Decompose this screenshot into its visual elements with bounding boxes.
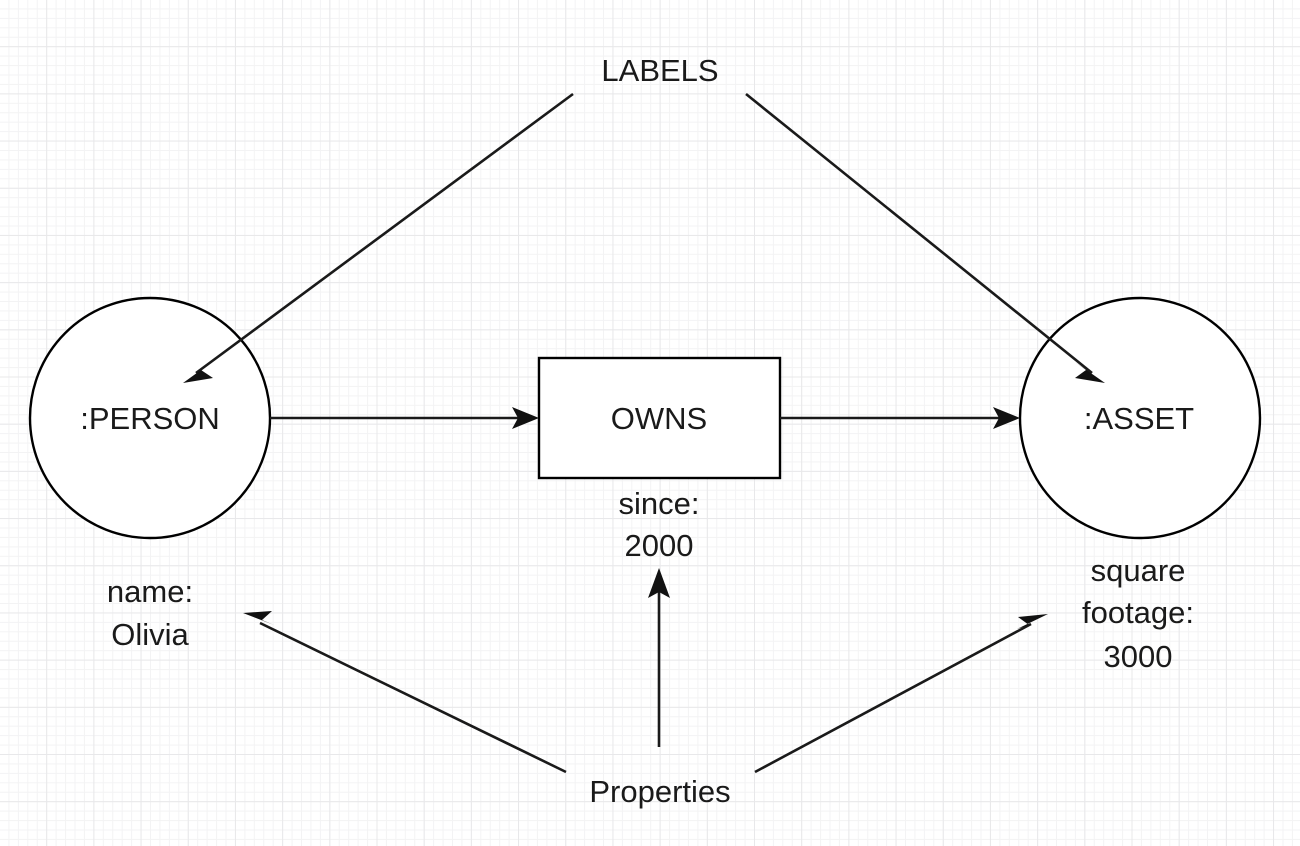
owns-asset-edge [780,407,1020,429]
person-owns-edge [270,407,539,429]
arrowhead-icon [183,362,213,383]
properties-to-asset-property-pointer [754,614,1048,774]
labels-to-asset-pointer [745,92,1105,383]
person-node-circle[interactable] [28,296,272,540]
owns-relationship-box[interactable] [537,356,782,480]
arrowhead-icon [993,407,1020,429]
asset-node-circle[interactable] [1018,296,1262,540]
arrowhead-icon [1017,614,1048,629]
properties-to-person-property-pointer [243,611,567,774]
labels-to-person-pointer [183,92,574,383]
arrowhead-icon [1075,362,1105,383]
arrowhead-icon [512,407,539,429]
properties-to-relationship-property-pointer [648,568,670,747]
arrowhead-icon [243,611,274,625]
arrowhead-icon [648,568,670,598]
